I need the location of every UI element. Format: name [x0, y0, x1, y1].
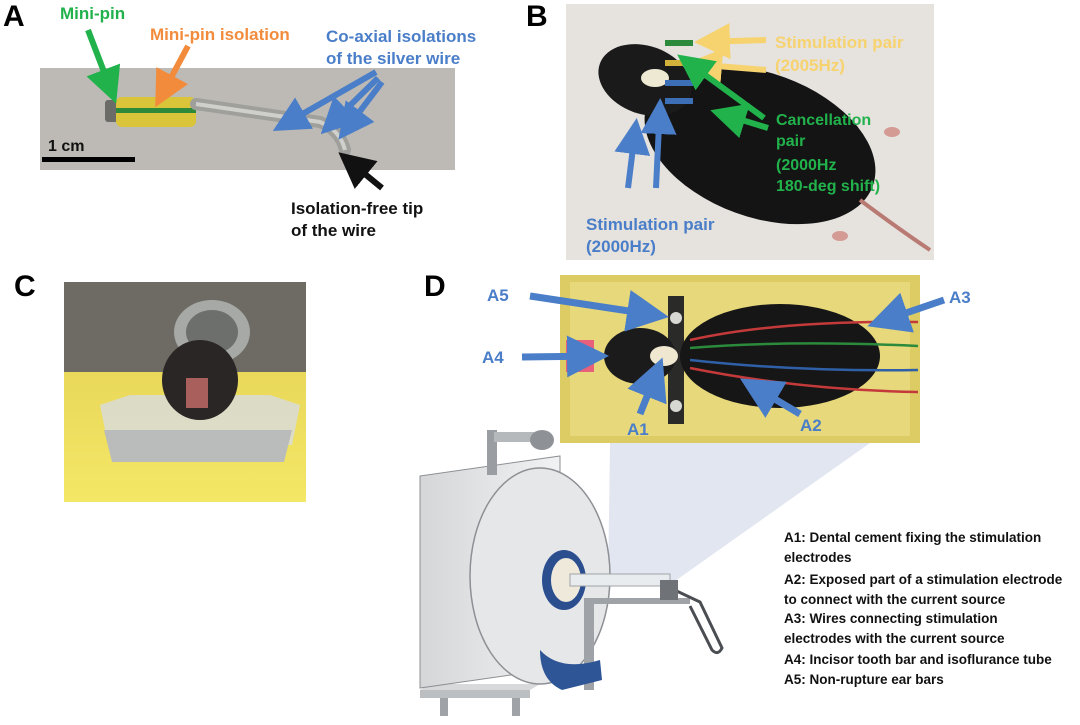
- legend-line-7: A4: Incisor tooth bar and isoflurance tu…: [784, 652, 1052, 667]
- label-tip-line1: Isolation-free tip: [291, 199, 424, 218]
- label-a2: A2: [800, 416, 822, 435]
- arrow-a5: [529, 289, 669, 332]
- arrow-stim-2005-a: [694, 23, 767, 60]
- label-a3: A3: [949, 288, 971, 307]
- label-coaxial-line1: Co-axial isolations: [326, 27, 477, 46]
- label-stim-2000-line2: (2000Hz): [586, 237, 656, 256]
- label-cancel-line4: 180-deg shift): [776, 178, 881, 195]
- label-stim-2005-line2: (2005Hz): [775, 56, 845, 75]
- label-coaxial-line2: of the silver wire: [326, 49, 461, 68]
- label-a4: A4: [482, 348, 504, 367]
- label-cancel-line3: (2000Hz: [776, 157, 837, 174]
- arrow-a4: [521, 335, 609, 378]
- panel-letter-a: A: [3, 0, 25, 33]
- legend-line-3: A2: Exposed part of a stimulation electr…: [784, 572, 1063, 587]
- legend-line-8: A5: Non-rupture ear bars: [784, 672, 944, 687]
- panel-a-photo: [40, 68, 455, 170]
- arrow-a3: [867, 292, 946, 333]
- arrow-mini-pin-isolation: [155, 44, 191, 108]
- label-a1: A1: [627, 420, 649, 439]
- arrow-cancel-b: [710, 103, 769, 139]
- panel-c-photo: [64, 282, 306, 502]
- label-cancel-line2: pair: [776, 133, 806, 150]
- arrow-a1: [627, 357, 667, 416]
- legend-line-5: A3: Wires connecting stimulation: [784, 611, 998, 626]
- legend-line-4: to connect with the current source: [784, 592, 1006, 607]
- label-scale-bar: 1 cm: [48, 138, 85, 155]
- label-stim-2005-line1: Stimulation pair: [775, 33, 904, 52]
- arrow-mini-pin: [85, 28, 121, 104]
- arrow-coaxial-3: [338, 80, 385, 140]
- legend-line-6: electrodes with the current source: [784, 631, 1005, 646]
- legend-line-1: A1: Dental cement fixing the stimulation: [784, 530, 1042, 545]
- label-mini-pin: Mini-pin: [60, 4, 126, 23]
- arrow-stim-2000-b: [640, 98, 677, 189]
- scanner-illustration: [419, 430, 724, 716]
- label-cancel-line1: Cancellation: [776, 112, 872, 129]
- label-tip-line2: of the wire: [291, 221, 377, 240]
- label-stim-2000-line1: Stimulation pair: [586, 215, 715, 234]
- zoom-projection: [608, 443, 870, 586]
- legend-line-2: electrodes: [784, 550, 852, 565]
- arrow-a2: [739, 378, 802, 418]
- arrow-cancel-a: [677, 54, 766, 121]
- panel-letter-b: B: [526, 0, 548, 33]
- label-a5: A5: [487, 286, 509, 305]
- label-mini-pin-isolation: Mini-pin isolation: [150, 25, 290, 44]
- panel-d-photo: [560, 275, 920, 443]
- arrow-stim-2000-a: [614, 118, 651, 189]
- arrow-isolation-free-tip: [338, 152, 384, 191]
- panel-letter-c: C: [14, 270, 36, 303]
- panel-letter-d: D: [424, 270, 446, 303]
